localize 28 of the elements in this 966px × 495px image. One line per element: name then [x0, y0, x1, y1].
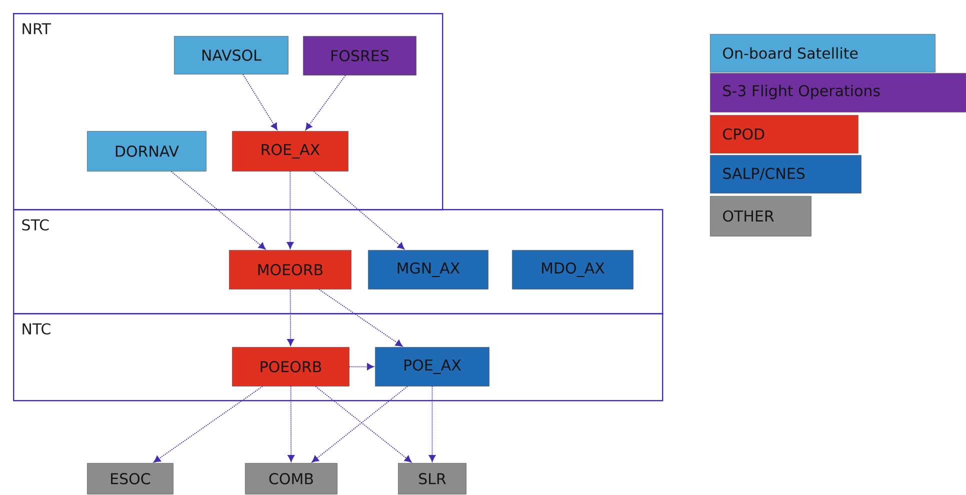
- legend-label: CPOD: [723, 128, 764, 140]
- legend-label: S-3 Flight Operations: [723, 84, 880, 100]
- process-box: MDO_AX: [512, 250, 634, 290]
- process-box: POE_AX: [375, 347, 490, 386]
- process-box: SLR: [398, 463, 466, 494]
- process-box: DORNAV: [87, 131, 206, 172]
- process-box: FOSRES: [303, 36, 416, 76]
- arrow: [170, 170, 266, 250]
- legend-label: OTHER: [723, 210, 774, 222]
- arrow: [318, 288, 403, 347]
- process-box: MGN_AX: [368, 250, 488, 290]
- process-box: COMB: [245, 463, 338, 494]
- arrow: [242, 74, 278, 130]
- legend-label: SALP/CNES: [723, 168, 805, 180]
- process-box: ROE_AX: [232, 131, 348, 172]
- arrow: [428, 386, 436, 462]
- process-box: ESOC: [87, 463, 174, 494]
- arrow: [305, 74, 346, 130]
- arrow: [287, 288, 294, 346]
- legend-label: On-board Satellite: [723, 47, 858, 59]
- arrow: [154, 386, 263, 463]
- process-box: MOEORB: [229, 250, 352, 290]
- process-box: POEORB: [232, 347, 350, 386]
- process-box: NAVSOL: [174, 36, 288, 74]
- arrow: [288, 386, 295, 462]
- arrow: [313, 170, 405, 250]
- arrow: [286, 170, 294, 249]
- arrow: [348, 363, 374, 370]
